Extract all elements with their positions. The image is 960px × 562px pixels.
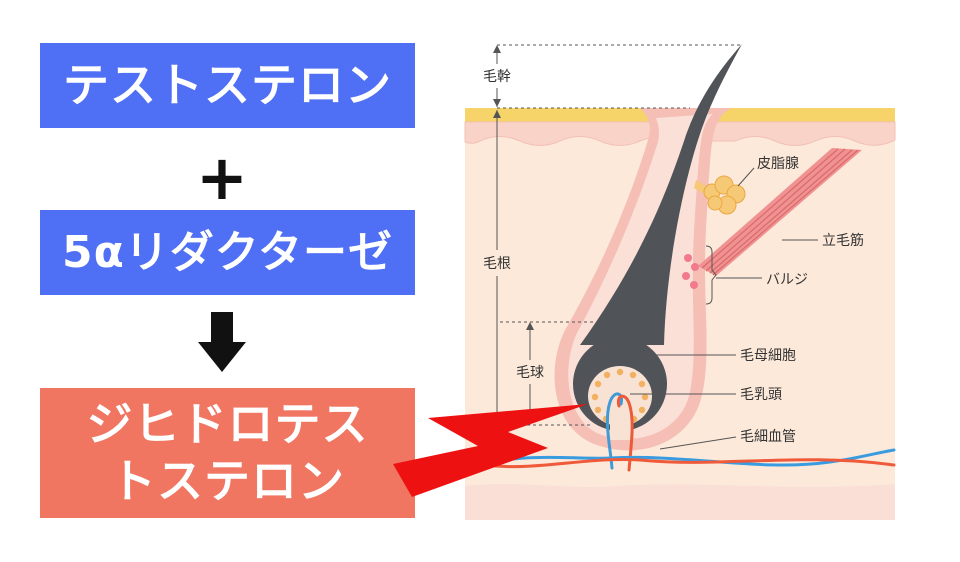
- label-bulge: バルジ: [766, 272, 808, 288]
- arrector-pili-muscle: [698, 148, 862, 276]
- reductase-box: 5αリダクターゼ: [40, 210, 415, 295]
- label-hair-bulb: 毛球: [516, 365, 544, 381]
- dht-label-line-1: ジヒドロテス: [86, 396, 369, 451]
- label-sebaceous-gland: 皮脂腺: [757, 156, 799, 172]
- label-dermal-papilla: 毛乳頭: [740, 387, 782, 403]
- sebaceous-gland: [694, 175, 746, 215]
- label-capillaries: 毛細血管: [740, 429, 796, 445]
- guide-arrowheads: [493, 45, 534, 330]
- label-arrector-pili: 立毛筋: [822, 232, 864, 249]
- testosterone-label: テストステロン: [63, 57, 392, 112]
- reductase-label: 5αリダクターゼ: [61, 227, 394, 278]
- dht-label-line-2: トステロン: [110, 454, 345, 508]
- down-arrow-icon: [198, 312, 246, 372]
- bulb-opening: [610, 418, 632, 440]
- subcutaneous-layer: [465, 484, 895, 520]
- label-hair-shaft: 毛幹: [483, 68, 511, 85]
- bulge-cells: [682, 254, 699, 289]
- leader-lines: [630, 167, 818, 450]
- matrix-cells: [591, 368, 649, 423]
- testosterone-box: テストステロン: [40, 43, 415, 128]
- lightning-bolt-icon: [393, 404, 588, 497]
- plus-sign: +: [196, 141, 248, 214]
- label-hair-root: 毛根: [483, 256, 511, 272]
- label-matrix-cells: 毛母細胞: [740, 348, 796, 364]
- hair-shaft: [580, 44, 742, 345]
- vein: [464, 448, 896, 472]
- dermal-papilla: [605, 392, 634, 472]
- dht-box: ジヒドロテス トステロン: [40, 388, 415, 518]
- artery: [464, 457, 896, 469]
- capillaries: [464, 448, 896, 472]
